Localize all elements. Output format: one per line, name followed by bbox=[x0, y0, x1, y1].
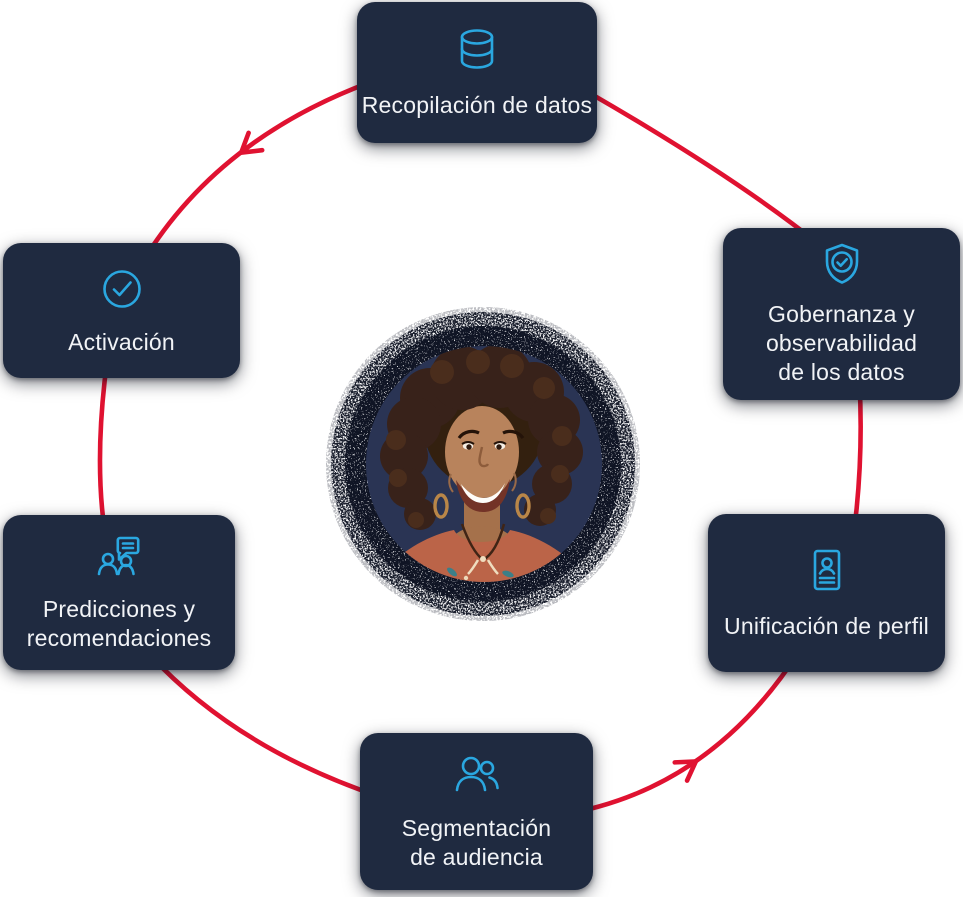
hoop-earrings bbox=[433, 493, 531, 519]
node-card-activacion: Activación bbox=[3, 243, 240, 378]
node-card-predicciones: Predicciones y recomendaciones bbox=[3, 515, 235, 670]
node-label-segmentacion: Segmentación de audiencia bbox=[401, 815, 552, 870]
node-card-unificacion: Unificación de perfil bbox=[708, 514, 945, 672]
node-label-gobernanza: Gobernanza y observabilidad de los datos bbox=[765, 301, 918, 385]
node-label-recopilacion: Recopilación de datos bbox=[361, 91, 593, 118]
shield-check-icon bbox=[825, 243, 858, 284]
node-card-gobernanza: Gobernanza y observabilidad de los datos bbox=[723, 228, 960, 400]
node-card-recopilacion: Recopilación de datos bbox=[357, 2, 597, 143]
node-label-predicciones: Predicciones y recomendaciones bbox=[26, 596, 212, 651]
id-card-icon bbox=[813, 549, 840, 590]
arrowhead-to-unificacion bbox=[672, 758, 700, 783]
database-icon bbox=[460, 28, 494, 69]
audience-icon bbox=[455, 756, 499, 792]
node-label-unificacion: Unificación de perfil bbox=[724, 612, 929, 639]
arrowhead-to-activacion bbox=[237, 130, 265, 156]
node-card-segmentacion: Segmentación de audiencia bbox=[360, 733, 593, 890]
check-circle-icon bbox=[102, 269, 141, 308]
center-portrait-photo bbox=[366, 346, 602, 582]
node-label-activacion: Activación bbox=[68, 328, 175, 355]
people-chat-icon bbox=[97, 536, 140, 576]
